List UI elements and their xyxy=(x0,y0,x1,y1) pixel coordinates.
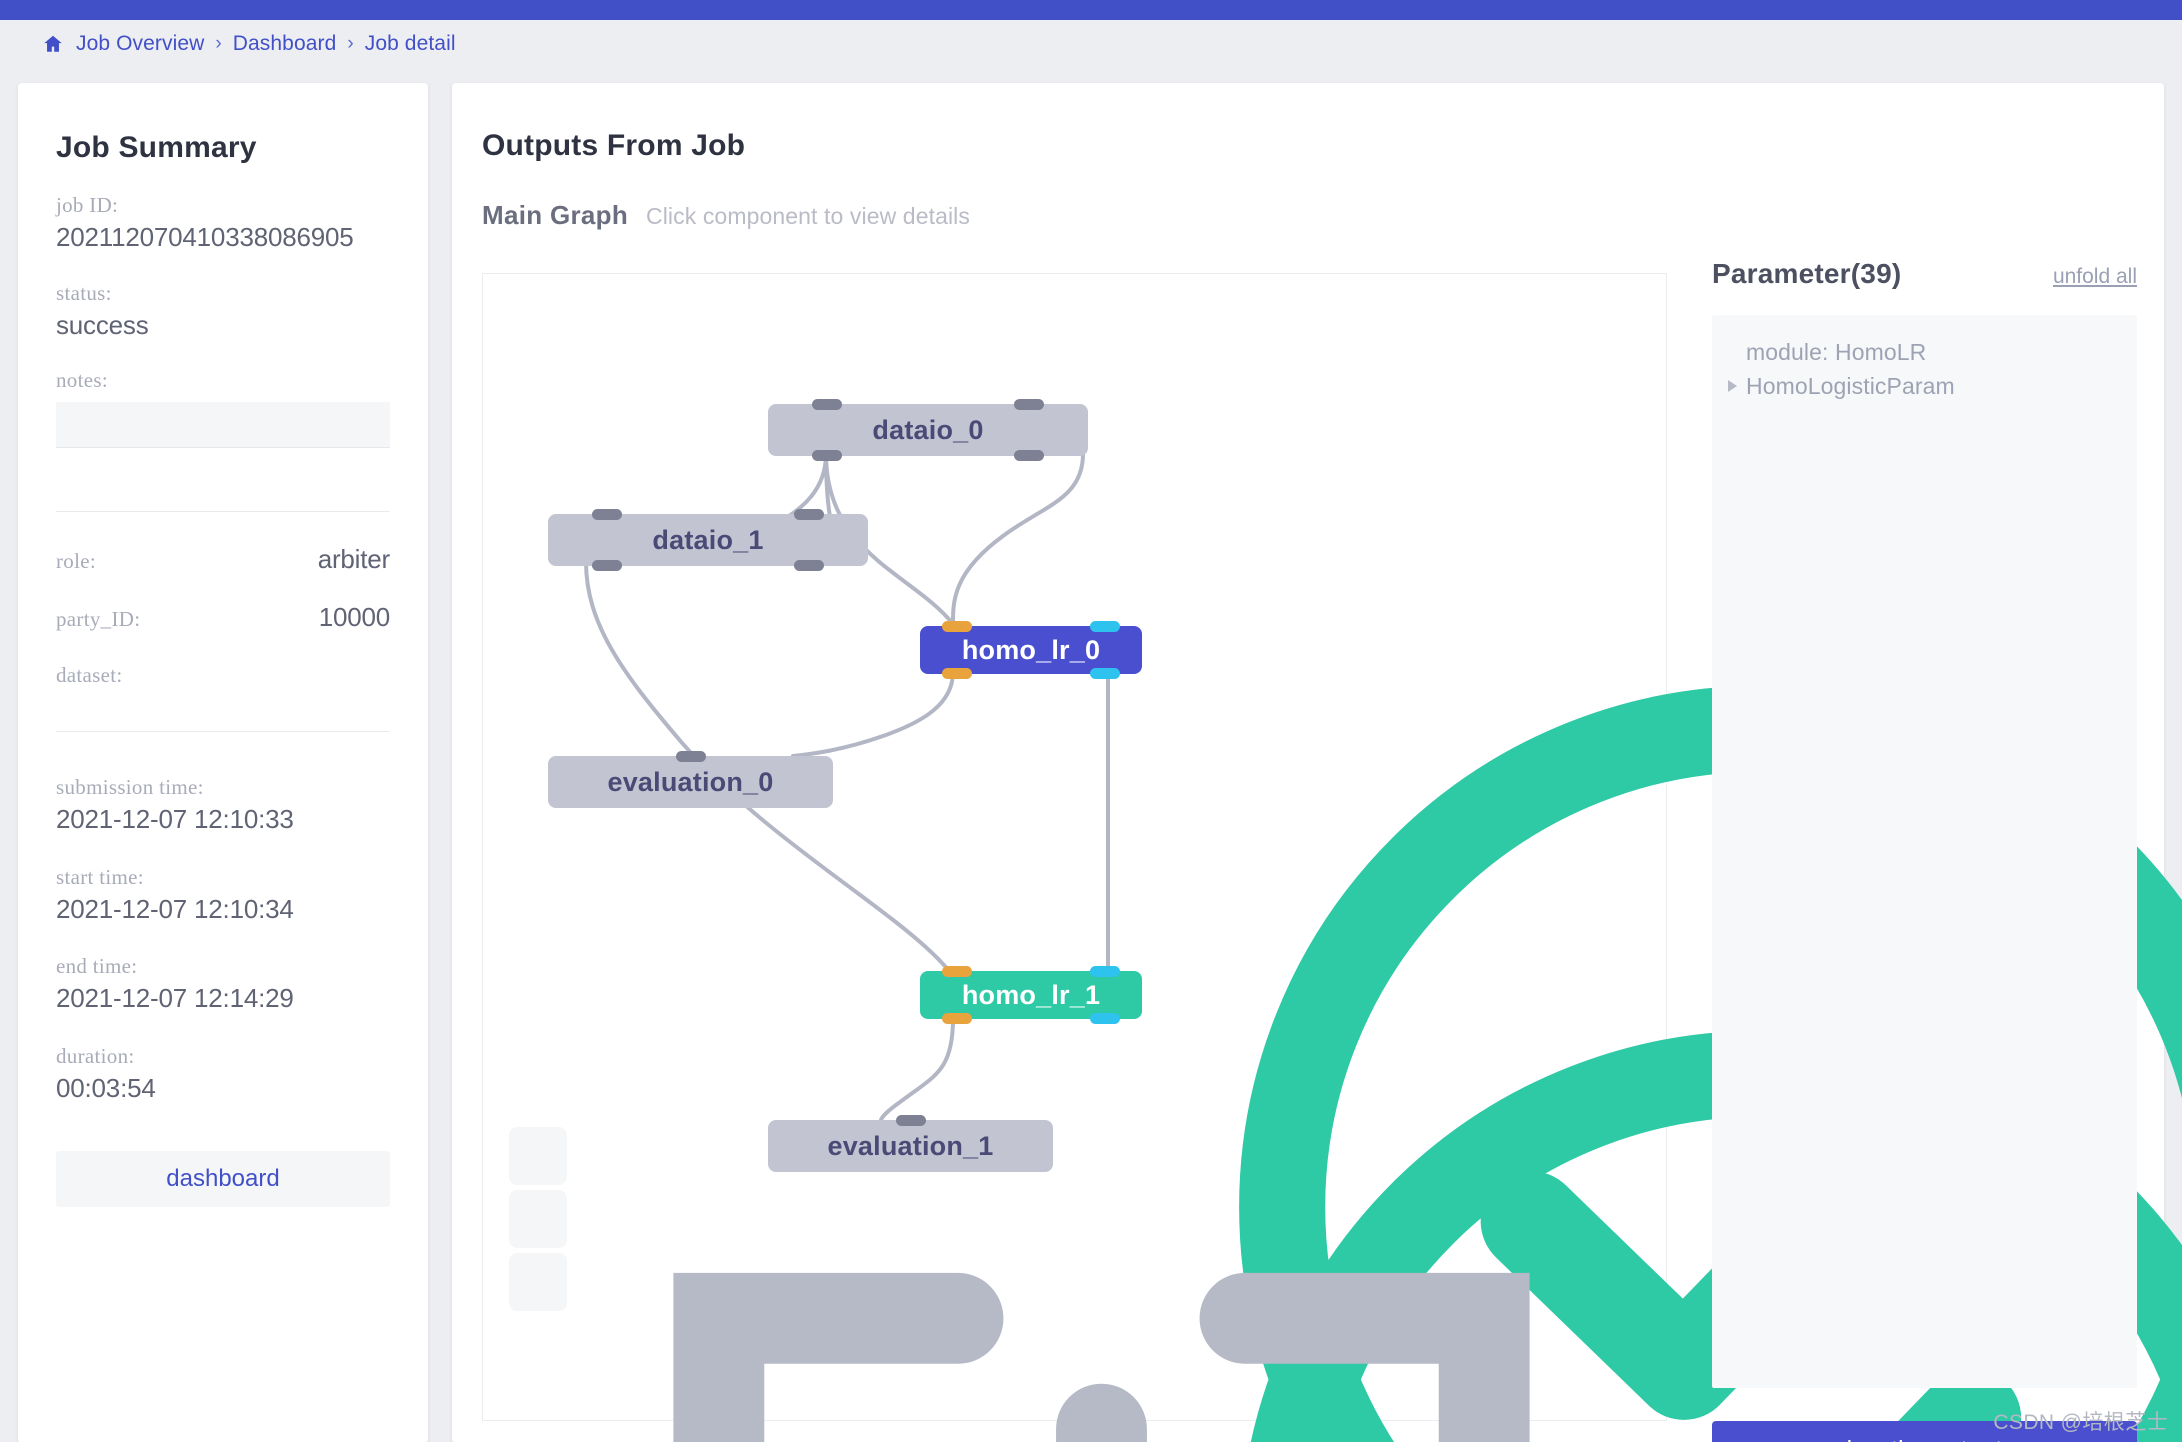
graph-node-label: dataio_1 xyxy=(652,524,764,555)
breadcrumb-bar: Job Overview › Dashboard › Job detail xyxy=(0,20,2182,68)
end-time-value: 2021-12-07 12:14:29 xyxy=(56,983,294,1013)
port-output-left[interactable] xyxy=(592,560,622,571)
breadcrumb: Job Overview › Dashboard › Job detail xyxy=(42,32,456,56)
dashboard-button[interactable]: dashboard xyxy=(56,1151,390,1207)
graph-node-label: homo_lr_0 xyxy=(961,634,1101,665)
job-id-label: job ID: xyxy=(56,193,119,217)
main-graph-header: Main Graph Click component to view detai… xyxy=(482,200,970,231)
parameter-module-line: module: HomoLR xyxy=(1746,339,1927,365)
field-notes: notes: xyxy=(56,366,390,448)
dataset-label: dataset: xyxy=(56,663,123,687)
notes-label: notes: xyxy=(56,368,108,392)
view-outputs-button[interactable]: view the outputs xyxy=(1712,1421,2137,1442)
zoom-out-button[interactable] xyxy=(509,1253,567,1311)
graph-canvas[interactable]: dataio_0 dataio_1 homo_lr_0 xyxy=(482,273,2182,1442)
check-circle-icon xyxy=(1168,633,2182,1442)
port-input-left[interactable] xyxy=(812,399,842,410)
check-circle-icon xyxy=(1168,978,2182,1442)
graph-node-homo-lr-0[interactable]: homo_lr_0 xyxy=(920,621,1142,679)
parameter-panel-header: Parameter(39) unfold all xyxy=(1712,258,2137,290)
port-output-left[interactable] xyxy=(812,450,842,461)
status-label: status: xyxy=(56,281,112,305)
port-input-right[interactable] xyxy=(794,509,824,520)
field-role: role: arbiter xyxy=(56,541,390,577)
job-summary-card: Job Summary job ID: 20211207041033808690… xyxy=(18,83,428,1442)
role-label: role: xyxy=(56,549,96,573)
port-output-right[interactable] xyxy=(1014,450,1044,461)
port-output-cyan[interactable] xyxy=(1090,668,1120,679)
port-output-orange[interactable] xyxy=(942,668,972,679)
duration-value: 00:03:54 xyxy=(56,1073,156,1103)
parameter-tree-item-label: HomoLogisticParam xyxy=(1746,373,1955,399)
port-output-orange[interactable] xyxy=(942,1013,972,1024)
role-value: arbiter xyxy=(317,544,390,574)
outputs-card: Outputs From Job Main Graph Click compon… xyxy=(452,83,2182,1442)
submission-time-label: submission time: xyxy=(56,775,204,799)
port-input-top[interactable] xyxy=(895,1115,926,1126)
port-input-left[interactable] xyxy=(592,509,622,520)
zoom-in-button[interactable] xyxy=(509,1190,1147,1442)
breadcrumb-separator-icon: › xyxy=(347,33,354,54)
divider xyxy=(56,511,390,512)
job-summary-title: Job Summary xyxy=(56,131,257,164)
party-id-label: party_ID: xyxy=(56,607,141,631)
parameter-tree-item[interactable]: HomoLogisticParam xyxy=(1712,369,2137,403)
field-job-id: job ID: 202112070410338086905 xyxy=(56,191,390,255)
graph-node-evaluation-0[interactable]: evaluation_0 xyxy=(548,751,833,808)
port-output-cyan[interactable] xyxy=(1090,1013,1120,1024)
graph-node-label: evaluation_1 xyxy=(827,1130,994,1161)
parameter-list[interactable]: module: HomoLR HomoLogisticParam xyxy=(1712,315,2137,1388)
chevron-right-icon[interactable] xyxy=(1728,380,1737,392)
submission-time-value: 2021-12-07 12:10:33 xyxy=(56,804,294,834)
graph-node-dataio-1[interactable]: dataio_1 xyxy=(548,509,868,571)
port-input-cyan[interactable] xyxy=(1090,621,1120,632)
unfold-all-link[interactable]: unfold all xyxy=(2052,265,2137,288)
start-time-label: start time: xyxy=(56,865,144,889)
graph-node-label: homo_lr_1 xyxy=(961,979,1101,1010)
breadcrumb-item-job-overview[interactable]: Job Overview xyxy=(76,32,205,55)
field-dataset: dataset: xyxy=(56,661,390,689)
duration-label: duration: xyxy=(56,1044,135,1068)
graph-node-label: dataio_0 xyxy=(872,414,984,445)
divider xyxy=(56,731,390,732)
port-input-cyan[interactable] xyxy=(1090,966,1120,977)
port-input-orange[interactable] xyxy=(942,966,972,977)
port-input-orange[interactable] xyxy=(942,621,972,632)
start-time-value: 2021-12-07 12:10:34 xyxy=(56,894,294,924)
port-input-top[interactable] xyxy=(675,751,706,762)
watermark: CSDN @培根芝士 xyxy=(1993,1411,2168,1434)
graph-node-evaluation-1[interactable]: evaluation_1 xyxy=(768,1115,1053,1172)
parameter-title: Parameter(39) xyxy=(1712,258,1902,289)
job-id-value: 202112070410338086905 xyxy=(56,222,354,252)
port-output-right[interactable] xyxy=(794,560,824,571)
top-accent-bar xyxy=(0,0,2182,20)
home-icon[interactable] xyxy=(42,33,64,55)
graph-node-homo-lr-1[interactable]: homo_lr_1 xyxy=(920,966,1142,1024)
field-party-id: party_ID: 10000 xyxy=(56,599,390,635)
end-time-label: end time: xyxy=(56,954,138,978)
party-id-value: 10000 xyxy=(318,602,391,632)
graph-node-label: evaluation_0 xyxy=(607,766,774,797)
field-start-time: start time: 2021-12-07 12:10:34 xyxy=(56,863,390,927)
status-value: success xyxy=(56,310,149,340)
fit-screen-button[interactable] xyxy=(509,1127,1530,1442)
notes-input[interactable] xyxy=(56,402,390,448)
port-input-right[interactable] xyxy=(1014,399,1044,410)
outputs-title: Outputs From Job xyxy=(482,129,746,162)
field-duration: duration: 00:03:54 xyxy=(56,1042,390,1106)
breadcrumb-item-dashboard[interactable]: Dashboard xyxy=(232,32,337,55)
main-graph-title: Main Graph xyxy=(482,200,629,230)
graph-node-dataio-0[interactable]: dataio_0 xyxy=(768,399,1088,461)
field-submission-time: submission time: 2021-12-07 12:10:33 xyxy=(56,773,390,837)
field-end-time: end time: 2021-12-07 12:14:29 xyxy=(56,952,390,1016)
breadcrumb-separator-icon: › xyxy=(215,33,222,54)
content-area: Job Summary job ID: 20211207041033808690… xyxy=(0,68,2182,1442)
breadcrumb-item-job-detail[interactable]: Job detail xyxy=(364,32,456,55)
field-status: status: success xyxy=(56,279,390,343)
main-graph-hint: Click component to view details xyxy=(646,203,970,229)
